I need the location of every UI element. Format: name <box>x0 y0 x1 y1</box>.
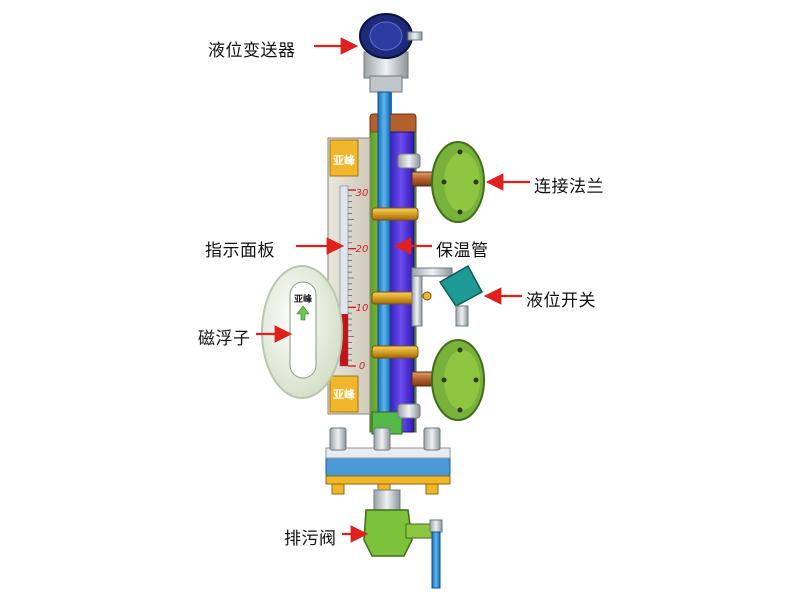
main-column <box>369 91 419 435</box>
scale-label-10: 10 <box>356 303 369 314</box>
label-drain-valve: 排污阀 <box>284 529 337 549</box>
scale-label-30: 30 <box>356 188 369 199</box>
label-flange: 连接法兰 <box>534 177 604 197</box>
label-level-switch: 液位开关 <box>526 291 596 311</box>
label-magnetic-float: 磁浮子 <box>198 329 251 349</box>
drain-valve <box>363 489 443 589</box>
scale-ticks <box>348 189 356 367</box>
float-brand: 亚峰 <box>294 293 313 305</box>
panel-brand-top: 亚峰 <box>333 153 356 167</box>
upper-flange <box>397 141 485 223</box>
level-transmitter <box>359 13 423 122</box>
scale-label-0: 0 <box>359 361 365 372</box>
lower-flange <box>397 339 485 421</box>
magnetic-float-inset: 亚峰 <box>261 265 343 399</box>
label-transmitter: 液位变送器 <box>208 41 296 61</box>
scale-label-20: 20 <box>356 244 369 255</box>
label-indicator-panel: 指示面板 <box>205 241 275 261</box>
bottom-flange <box>325 427 451 495</box>
label-insulation-pipe: 保温管 <box>436 241 489 261</box>
level-indicator-fill <box>340 314 348 366</box>
panel-brand-bottom: 亚峰 <box>333 387 356 401</box>
up-arrow-icon <box>296 305 310 321</box>
level-switch <box>411 264 484 327</box>
callout-arrows <box>256 37 530 543</box>
